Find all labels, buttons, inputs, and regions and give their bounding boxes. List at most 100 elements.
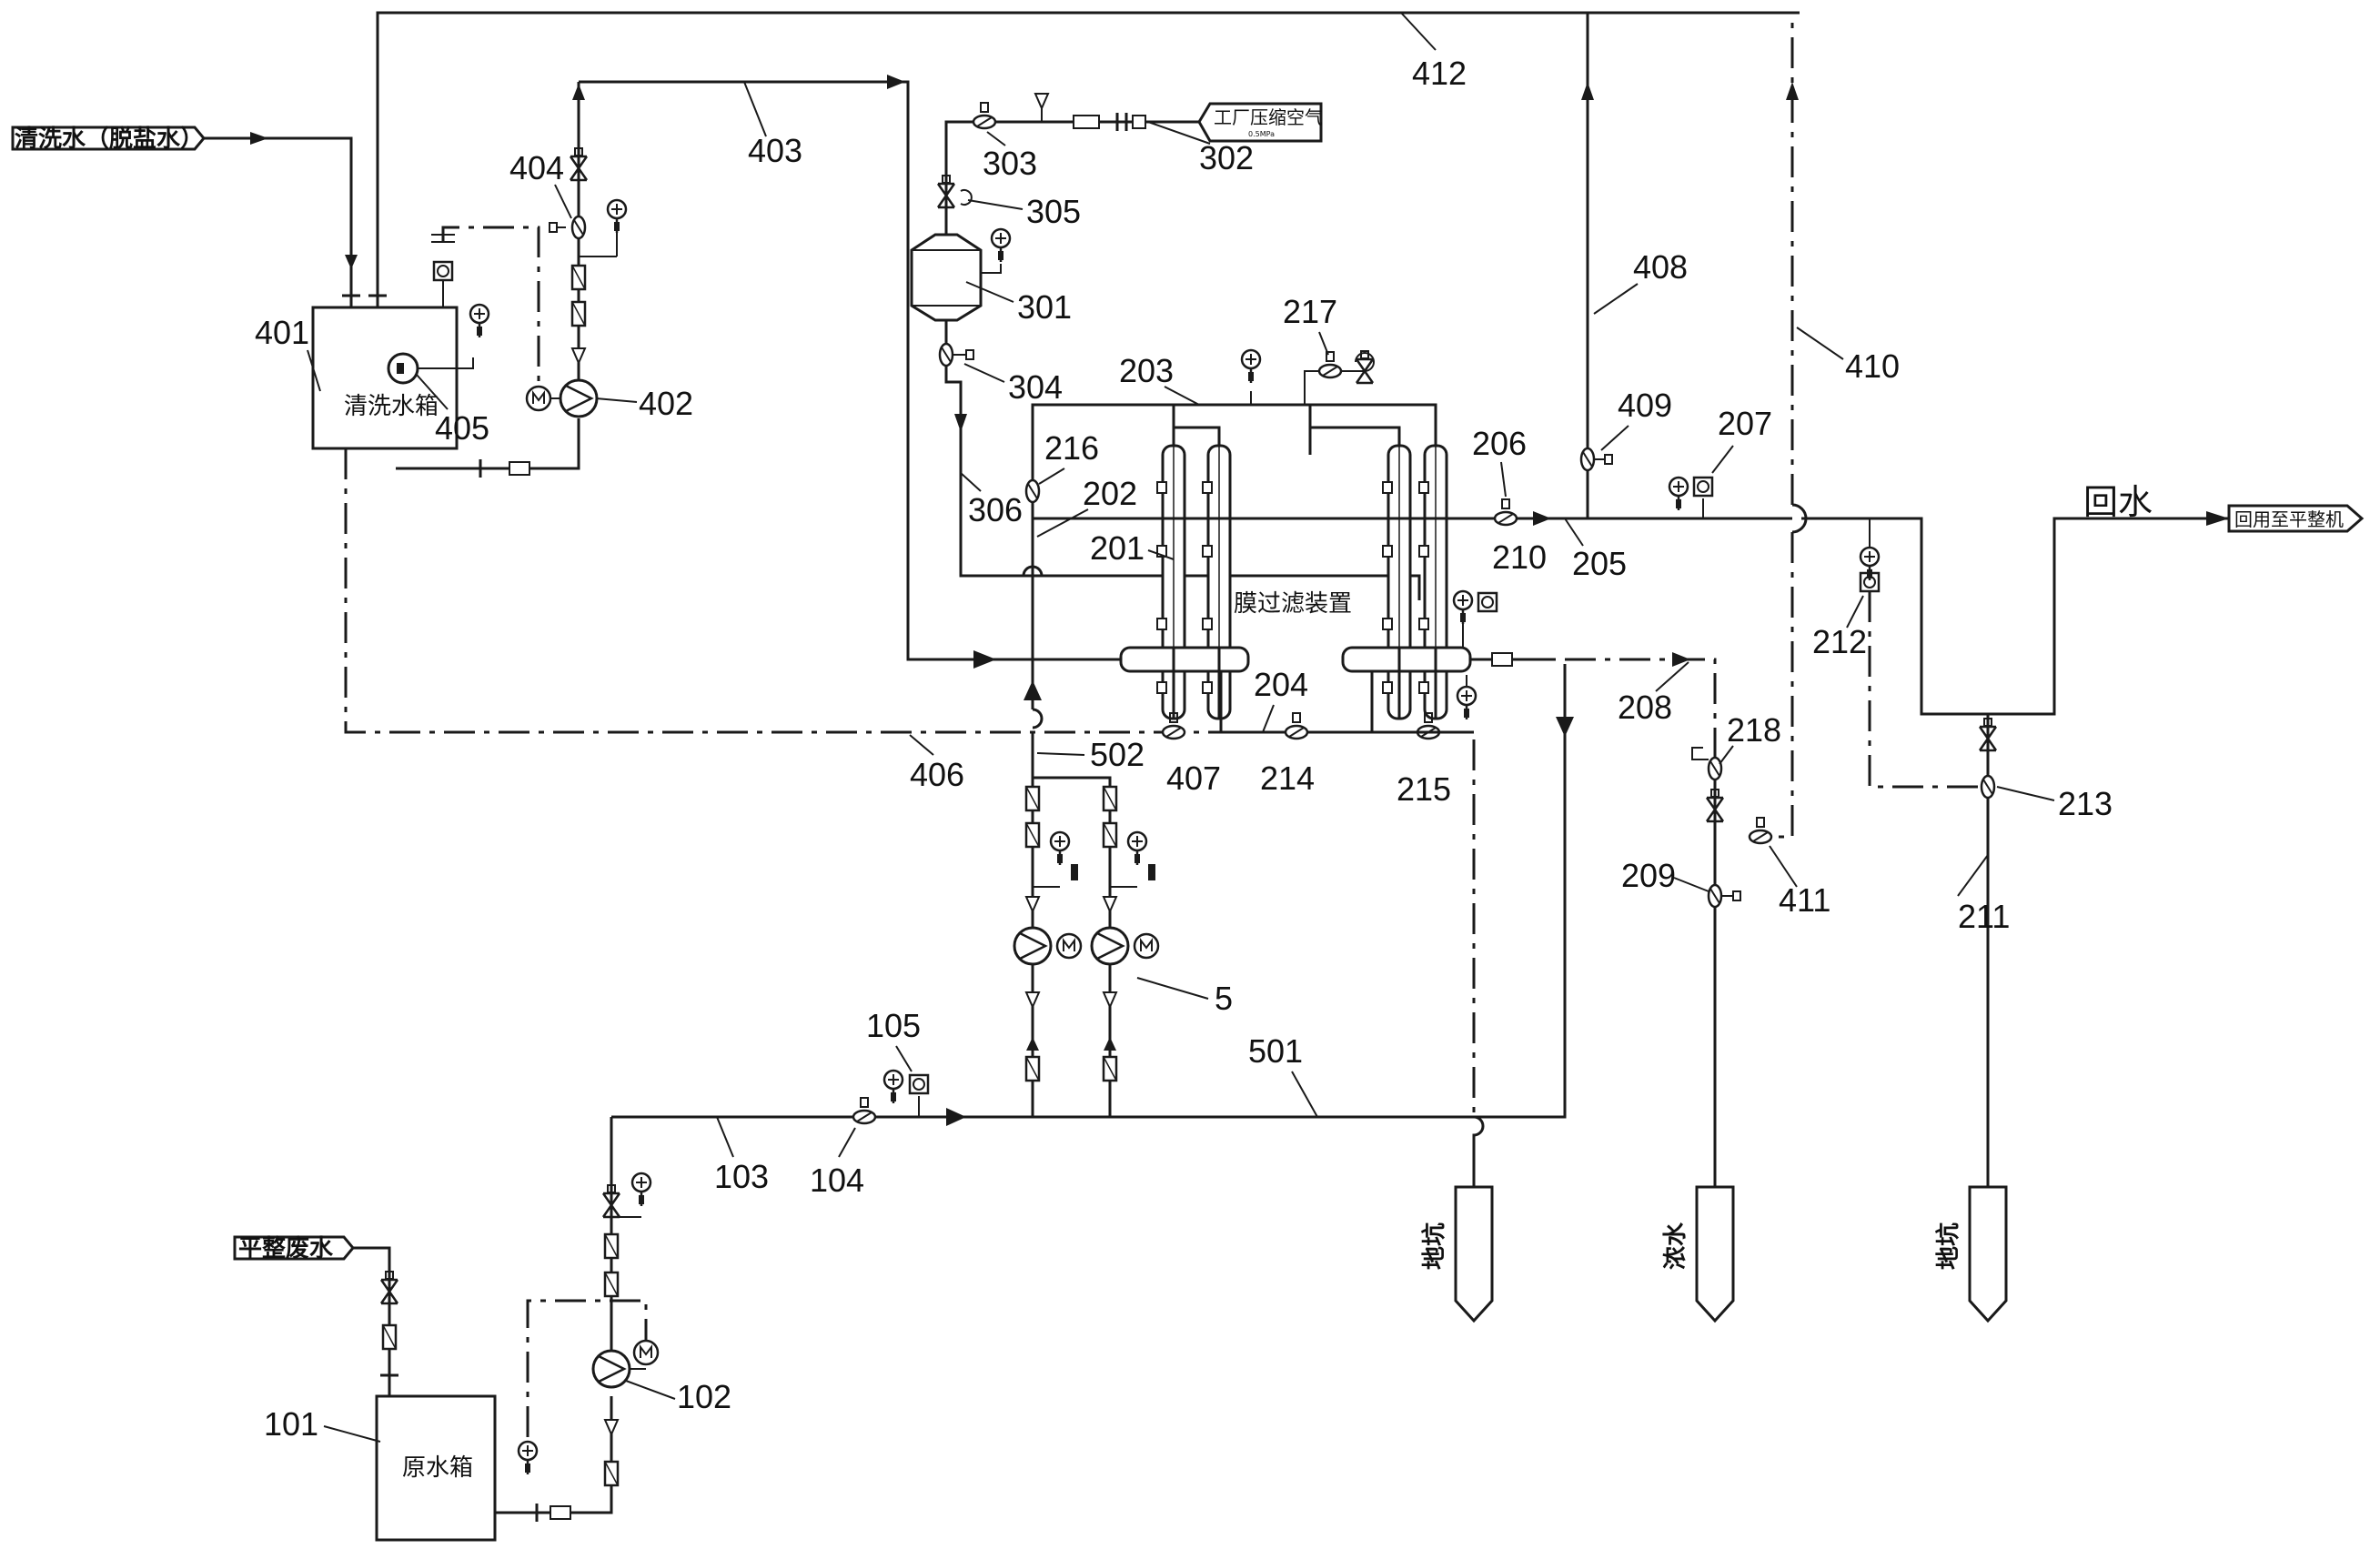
lower-header-left: [1119, 646, 1250, 673]
instrument-207-gauge: [1668, 476, 1689, 512]
pump-102-control-line: [526, 1299, 648, 1437]
ref-216: 216: [1044, 429, 1099, 467]
instrument-105: [908, 1073, 930, 1095]
feed-pump-b: [1090, 926, 1130, 966]
ref-305: 305: [1026, 193, 1081, 230]
ref-402: 402: [639, 385, 693, 422]
clean-water-inlet-tag: [11, 126, 206, 151]
instrument-207: [1692, 476, 1714, 498]
instrument-210: [1477, 591, 1498, 613]
ref-212: 212: [1812, 623, 1867, 660]
raw-tank-level-gauge: [517, 1440, 539, 1476]
tank-401-outlet: [396, 418, 580, 470]
ref-304: 304: [1008, 368, 1063, 406]
clean-water-tank: [311, 306, 459, 450]
air-supply-label: 工厂压缩空气: [1214, 106, 1323, 128]
ref-303: 303: [983, 145, 1037, 182]
pump-102-strainer: [603, 1460, 620, 1487]
ref-213: 213: [2058, 785, 2113, 822]
ref-5: 5: [1215, 980, 1233, 1017]
drain-pit-2-label: 地坑: [1934, 1222, 1962, 1270]
valve-216: [1024, 478, 1041, 504]
valve-104: [852, 1096, 877, 1125]
pump-102-pressure-gauge: [630, 1172, 652, 1208]
pump-a-discharge-check: [1025, 896, 1040, 912]
air-vent-check: [1034, 93, 1049, 109]
feed-pump-a: [1013, 926, 1053, 966]
air-supply-line: [944, 120, 1199, 223]
pump-102-discharge-filter: [603, 1271, 620, 1298]
membrane-unit-label: 膜过滤装置: [1234, 590, 1352, 618]
raw-water-tank: [375, 1394, 497, 1542]
ref-214: 214: [1260, 759, 1315, 797]
feed-pumps-section: 5 502: [1013, 509, 1233, 1117]
concentrate-drain-label: 浓水: [1662, 1222, 1689, 1270]
pump-a-pressure-gauge: [1049, 830, 1071, 867]
pump-402: [559, 378, 599, 418]
pump-b-strainer: [1102, 1055, 1118, 1082]
ref-202: 202: [1083, 475, 1137, 512]
valve-404: [570, 215, 587, 240]
return-water-label: 回水: [2083, 482, 2153, 522]
ref-205: 205: [1572, 545, 1627, 582]
ref-404: 404: [509, 149, 564, 186]
pump-a-discharge-filter: [1024, 821, 1041, 849]
drain-pit-1: [1454, 1185, 1494, 1323]
ref-211: 211: [1958, 898, 2010, 935]
drain-pit-2: [1968, 1185, 2008, 1323]
air-supply-tag: [1197, 102, 1323, 143]
air-filter: [1073, 115, 1100, 129]
instrument-210-gauge: [1452, 589, 1474, 626]
compressed-air-section: 工厂压缩空气 0.5MPa 303 302 305 301 304: [910, 93, 1421, 600]
reuse-outlet-tag: [2227, 504, 2365, 533]
pump-402-pressure-gauge: [606, 198, 628, 235]
air-receiver-301: [910, 233, 983, 322]
pump-402-control-line: [441, 226, 540, 382]
pump-b-discharge-filter: [1102, 821, 1118, 849]
valve-411: [1748, 816, 1773, 845]
clean-water-section: 清洗水（脱盐水） 清洗水箱 401 405 402: [11, 11, 1800, 1117]
line-306: [944, 366, 1421, 600]
ref-209: 209: [1621, 857, 1676, 894]
membrane-module-2: [1201, 444, 1232, 720]
ref-210: 210: [1492, 538, 1547, 576]
ref-406: 406: [910, 756, 964, 793]
ref-201: 201: [1090, 529, 1145, 567]
clean-water-inlet-label: 清洗水（脱盐水）: [15, 126, 204, 153]
ref-105: 105: [866, 1007, 921, 1044]
raw-water-section: 平整废水 原水箱 101 102 103 104: [233, 664, 1574, 1542]
waste-water-inlet-tag: [233, 1235, 355, 1261]
return-section: 408 409 207 410 411 回水 回用至平整机 212: [1472, 13, 2365, 1187]
ref-401: 401: [255, 314, 309, 351]
pump-b-flow-element: [1102, 785, 1118, 812]
drains: 地坑 浓水 地坑: [1420, 1185, 2008, 1323]
air-supply-sublabel: 0.5MPa: [1248, 130, 1275, 138]
pump-b-pressure-gauge: [1126, 830, 1148, 867]
pump-b-check: [1103, 991, 1117, 1008]
valve-303: [972, 101, 997, 130]
pump-102-motor: [632, 1339, 660, 1366]
ref-217: 217: [1283, 293, 1337, 330]
reuse-outlet-label: 回用至平整机: [2234, 508, 2344, 530]
pump-b-discharge-check: [1103, 896, 1117, 912]
ref-410: 410: [1845, 347, 1900, 385]
line-406: [344, 448, 1476, 1117]
ref-301: 301: [1017, 288, 1072, 326]
drain-pit-1-label: 地坑: [1420, 1222, 1448, 1270]
ref-101: 101: [264, 1405, 318, 1443]
ref-409: 409: [1618, 387, 1672, 424]
pump-a-flow-element: [1024, 785, 1041, 812]
ref-405: 405: [435, 409, 489, 447]
tank-401-level-switch: [432, 260, 454, 282]
pump-a-check: [1025, 991, 1040, 1008]
ref-411: 411: [1779, 881, 1830, 919]
ref-408: 408: [1633, 248, 1688, 286]
pump-402-filter: [570, 300, 587, 327]
ref-302: 302: [1199, 139, 1254, 176]
membrane-module-4: [1417, 444, 1448, 720]
membrane-module-1: [1155, 444, 1186, 720]
clean-water-supply-line: [204, 136, 353, 307]
valve-214: [1284, 711, 1309, 740]
ref-407: 407: [1166, 759, 1221, 797]
